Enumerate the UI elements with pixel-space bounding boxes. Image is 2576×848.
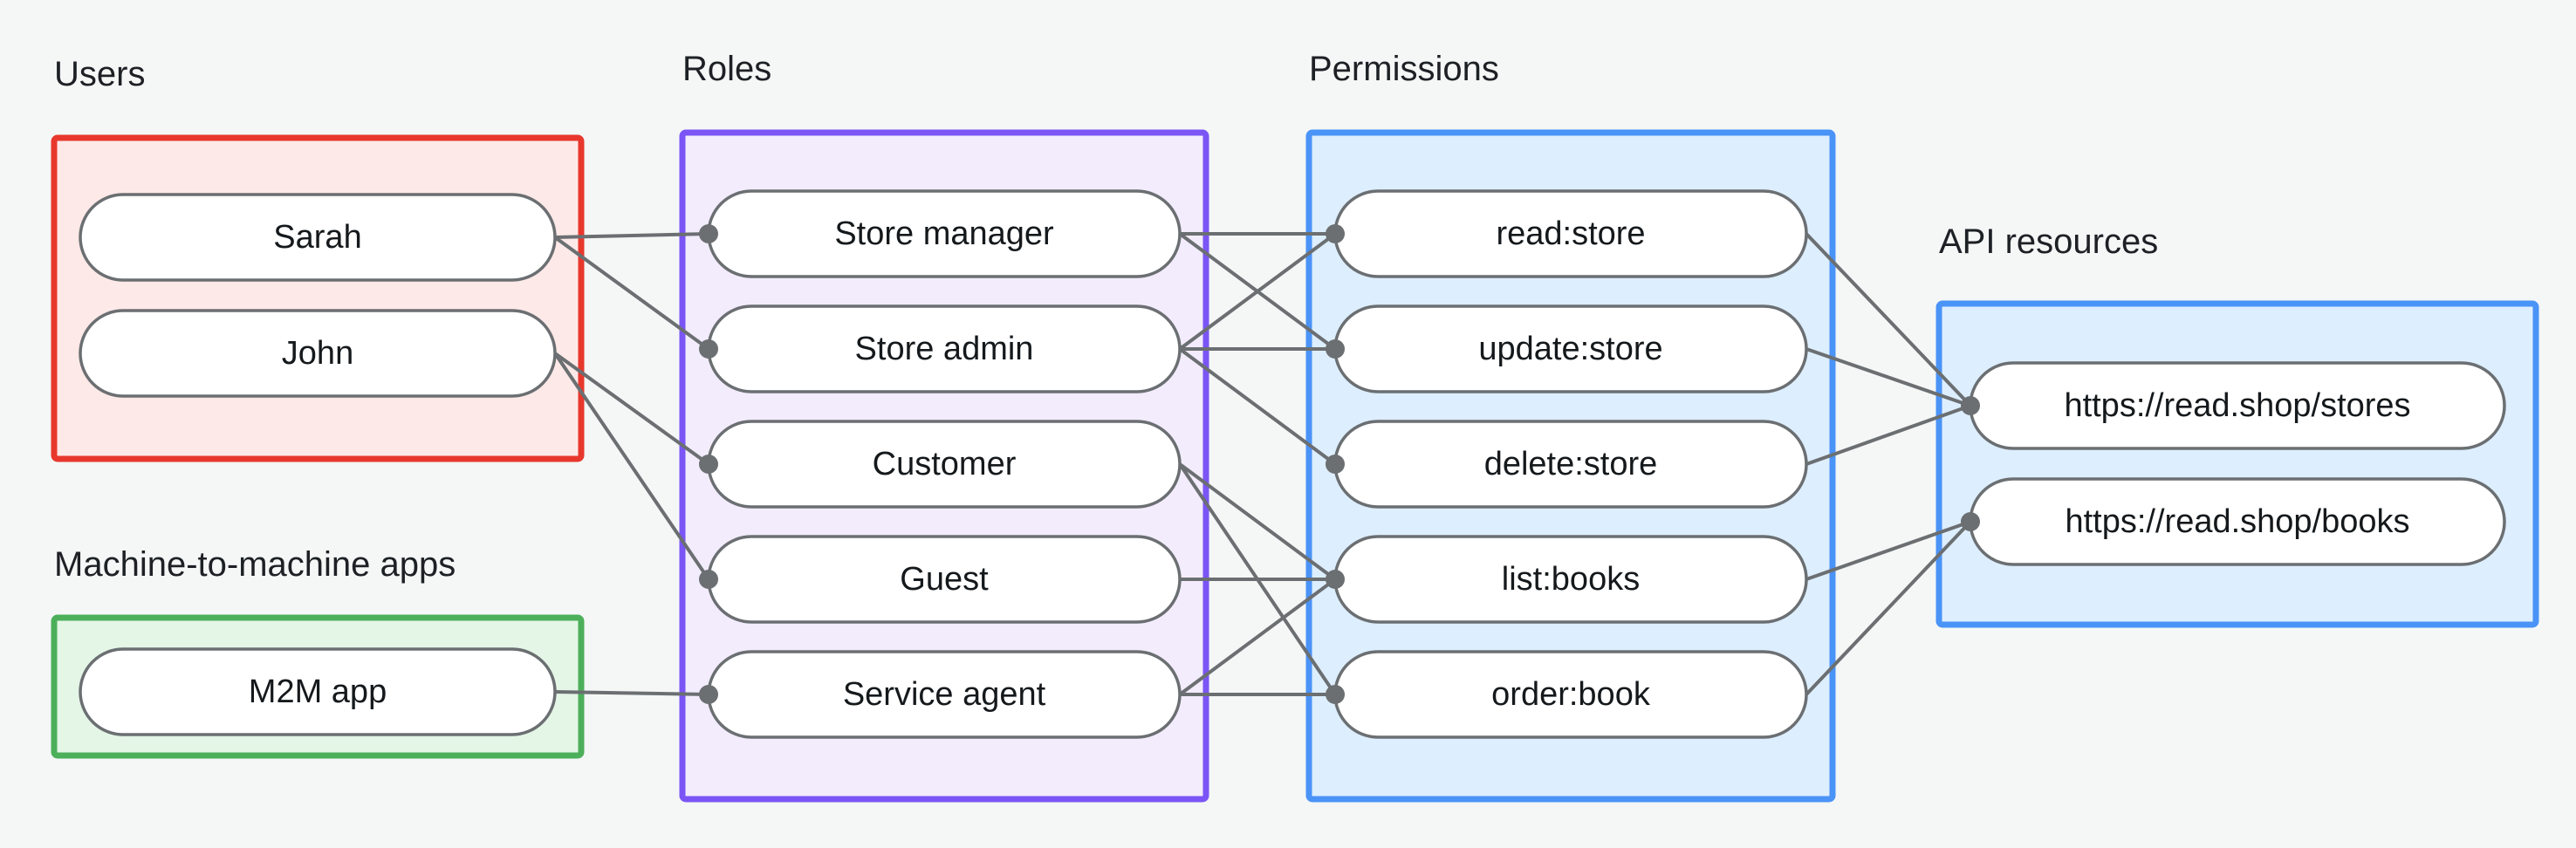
dot-list-books <box>1326 570 1345 589</box>
dot-order-book <box>1326 685 1345 704</box>
dot-delete-store <box>1326 455 1345 474</box>
edge-service-agent-list-books <box>1178 578 1337 696</box>
group-title-api-resources: API resources <box>1939 222 2158 261</box>
edge-order-book-books <box>1805 520 1972 696</box>
dot-update-store <box>1326 339 1345 359</box>
dot-store-manager <box>699 224 718 243</box>
node-label-john: John <box>282 335 353 372</box>
node-label-customer: Customer <box>873 446 1017 482</box>
node-label-store-manager: Store manager <box>834 215 1054 252</box>
dot-store-admin <box>699 339 718 359</box>
node-label-delete-store: delete:store <box>1484 446 1658 482</box>
node-m2m-app[interactable] <box>79 647 557 736</box>
group-box-api-resources <box>1935 300 2539 628</box>
edge-sarah-store-admin <box>553 236 710 351</box>
edge-customer-list-books <box>1178 462 1337 581</box>
group-title-users: Users <box>54 55 145 93</box>
edge-dots-layer <box>699 224 1980 704</box>
node-sarah[interactable] <box>79 193 557 282</box>
node-label-guest: Guest <box>900 561 989 598</box>
node-label-store-admin: Store admin <box>855 331 1034 367</box>
edge-store-admin-read-store <box>1178 232 1337 351</box>
edges-layer <box>553 232 1972 696</box>
dot-guest <box>699 570 718 589</box>
dot-read-shop-stores <box>1961 396 1980 415</box>
edge-list-books-books <box>1805 520 1971 581</box>
dot-service-agent <box>699 685 718 704</box>
edge-m2m-app-service-agent <box>554 690 709 696</box>
edge-sarah-store-manager <box>554 232 709 239</box>
node-label-read-shop-books: https://read.shop/books <box>2065 503 2409 540</box>
edge-update-store-stores <box>1805 347 1971 407</box>
edge-john-guest <box>553 352 710 581</box>
node-label-m2m-app: M2M app <box>249 674 387 710</box>
edge-read-store-stores <box>1805 232 1972 407</box>
node-label-service-agent: Service agent <box>843 676 1046 713</box>
group-title-roles: Roles <box>682 50 771 88</box>
edge-delete-store-stores <box>1805 404 1971 466</box>
node-label-update-store: update:store <box>1478 331 1662 367</box>
node-label-list-books: list:books <box>1502 561 1640 598</box>
node-label-order-book: order:book <box>1491 676 1651 713</box>
group-title-permissions: Permissions <box>1309 50 1499 88</box>
node-label-read-shop-stores: https://read.shop/stores <box>2064 387 2410 424</box>
dot-customer <box>699 455 718 474</box>
dot-read-shop-books <box>1961 512 1980 531</box>
node-label-sarah: Sarah <box>273 219 361 256</box>
node-label-read-store: read:store <box>1496 215 1645 252</box>
group-box-users <box>51 134 585 462</box>
group-title-m2m: Machine-to-machine apps <box>54 545 456 584</box>
node-john[interactable] <box>79 309 557 398</box>
dot-read-store <box>1326 224 1345 243</box>
edge-john-customer <box>553 352 710 466</box>
edge-store-admin-delete-store <box>1178 347 1337 466</box>
